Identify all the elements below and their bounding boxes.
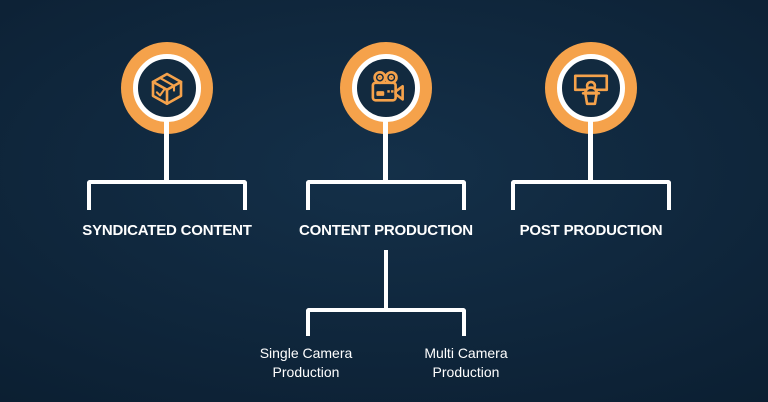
node-syndicated-content [121, 42, 213, 134]
node-inner-ring [352, 54, 420, 122]
node-content-production [340, 42, 432, 134]
connector-bracket-content-production [306, 180, 466, 210]
node-inner-ring [133, 54, 201, 122]
package-box-icon [151, 72, 183, 106]
connector-stem-content-production [383, 118, 388, 182]
branch-label-post-production: POST PRODUCTION [519, 222, 663, 239]
film-camera-icon [371, 70, 404, 102]
connector-stem-syndicated [164, 118, 169, 182]
connector-bracket-post-production [511, 180, 671, 210]
branch-label-content-production: CONTENT PRODUCTION [299, 222, 473, 239]
connector-bracket-syndicated [87, 180, 247, 210]
node-inner-ring [557, 54, 625, 122]
connector-stem-sub [384, 250, 388, 308]
connector-bracket-sub [306, 308, 466, 336]
connector-stem-post-production [588, 118, 593, 182]
leaf-label-single-camera: Single Camera Production [259, 345, 353, 380]
leaf-label-multi-camera: Multi Camera Production [424, 345, 508, 380]
presenter-podium-icon [573, 74, 609, 106]
branch-label-syndicated-content: SYNDICATED CONTENT [82, 222, 252, 239]
